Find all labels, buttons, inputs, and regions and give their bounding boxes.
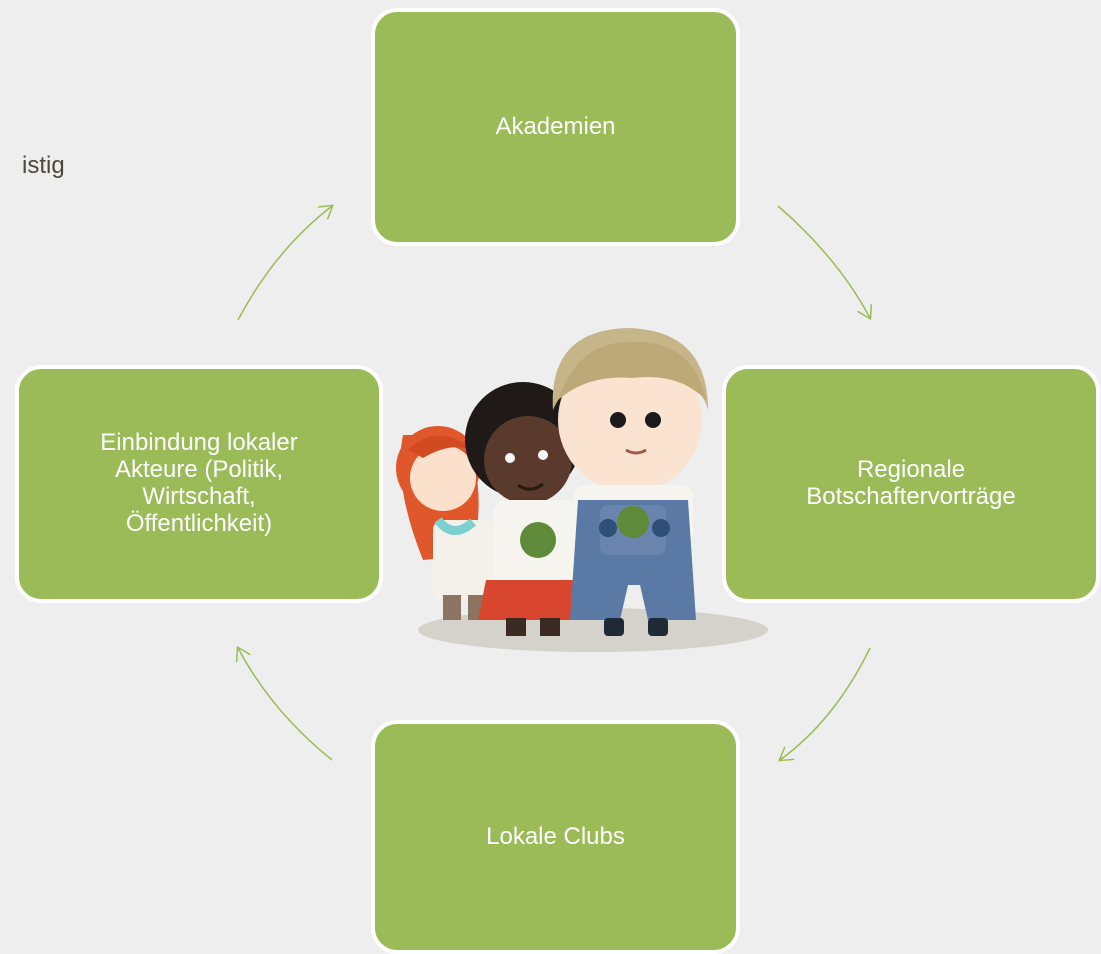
node-regionale-label: Regionale Botschaftervorträge [806,456,1016,510]
node-einbindung-label: Einbindung lokaler Akteure (Politik, Wir… [100,429,298,537]
node-lokale-clubs-label: Lokale Clubs [486,822,625,850]
child-dark-skin [465,382,590,636]
arrow-bottom-to-left [238,648,333,761]
arrow-top-to-right [777,205,870,318]
node-akademien: Akademien [371,8,740,246]
node-regionale-botschaftervortraege: Regionale Botschaftervorträge [722,365,1100,603]
girl-red-hair [396,426,493,620]
boy-blond-overalls [552,328,708,636]
node-lokale-clubs: Lokale Clubs [371,720,740,954]
arrow-left-to-top [237,206,332,321]
node-akademien-label: Akademien [495,112,616,140]
arrow-right-to-bottom [780,647,871,760]
side-text-fragment: istig [22,152,65,179]
node-einbindung-lokaler-akteure: Einbindung lokaler Akteure (Politik, Wir… [15,365,383,603]
children-illustration [396,328,768,652]
